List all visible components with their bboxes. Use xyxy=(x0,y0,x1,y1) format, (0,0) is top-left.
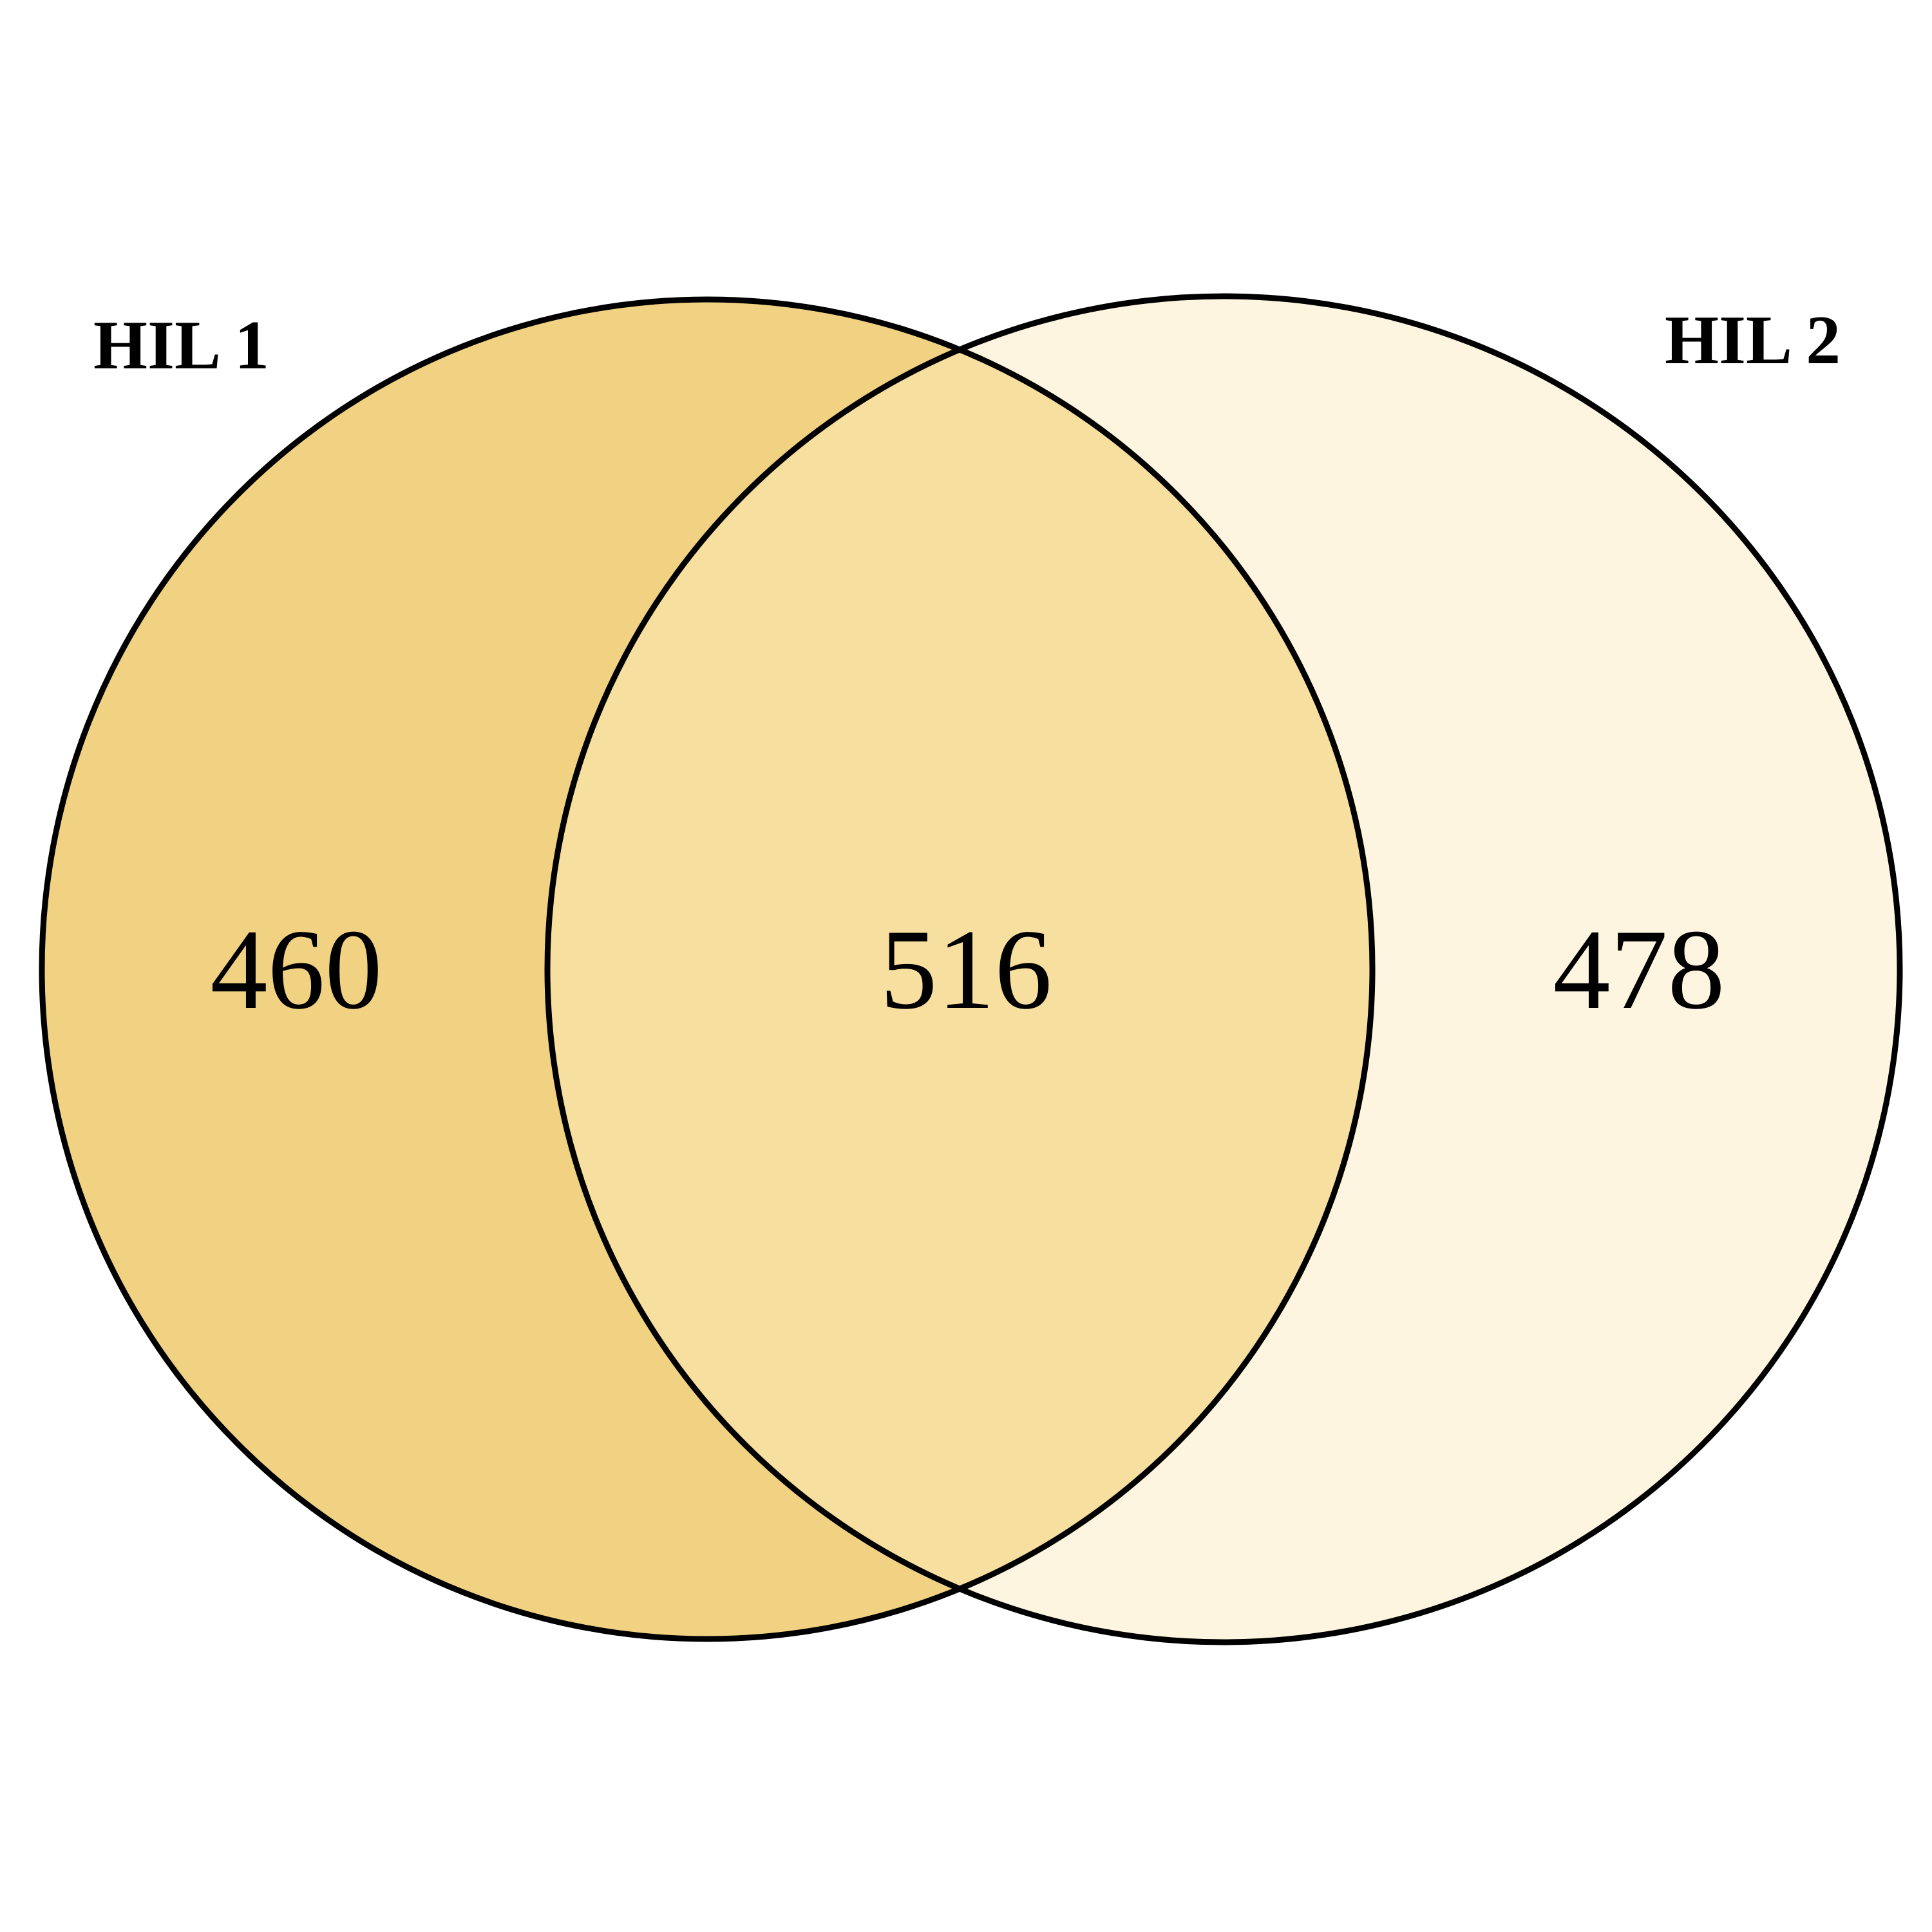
intersection-region xyxy=(547,299,1372,1639)
intersection-count: 516 xyxy=(880,905,1052,1033)
set-2-label: HIL 2 xyxy=(1665,302,1841,379)
set-1-label: HIL 1 xyxy=(93,307,269,384)
set-1-outline xyxy=(39,296,1376,1642)
set-2-only-count: 478 xyxy=(1553,905,1725,1033)
set-1-only-count: 460 xyxy=(211,905,383,1033)
set-2-outline xyxy=(544,293,1903,1645)
